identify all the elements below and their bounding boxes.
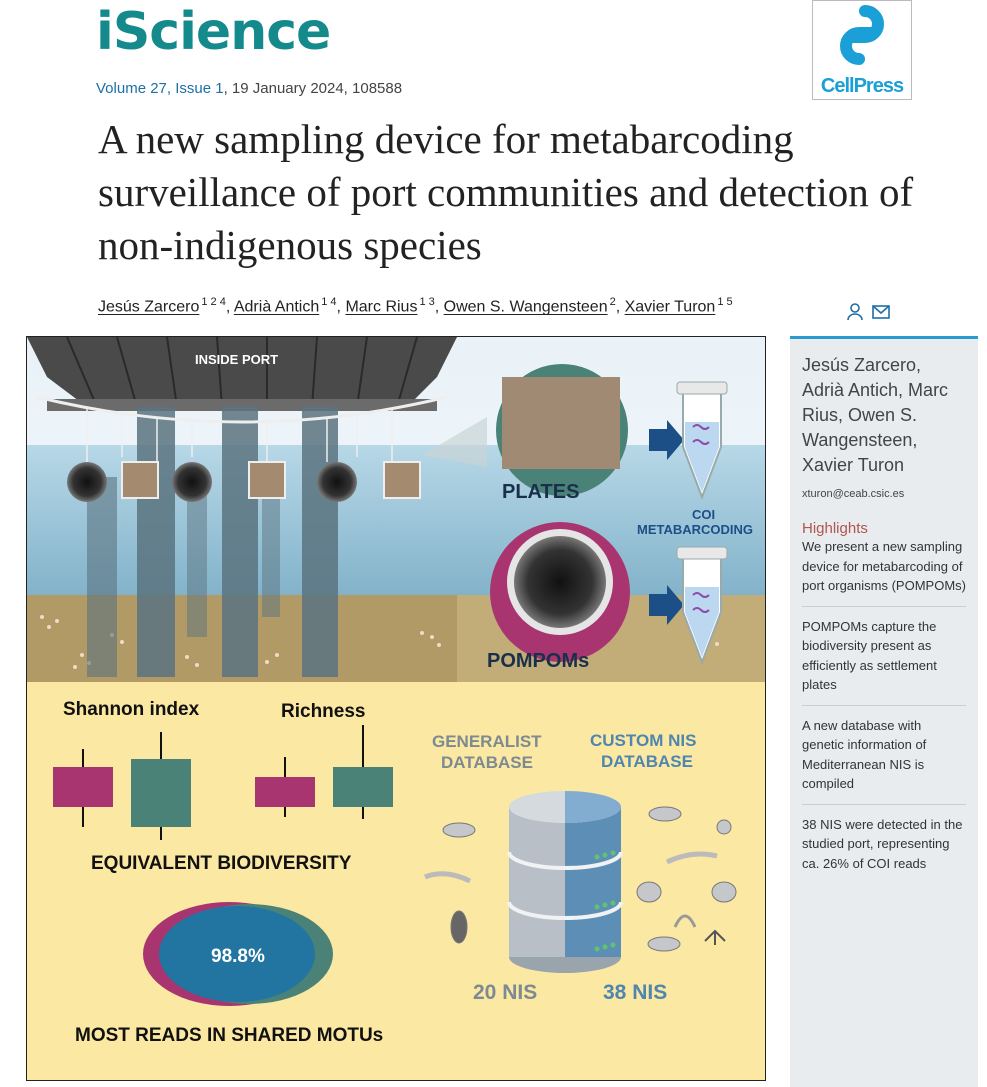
sidebar-authors: Jesús Zarcero, Adrià Antich, Marc Rius, … <box>802 355 949 475</box>
inside-port-label: INSIDE PORT <box>195 352 278 367</box>
boxplot-shannon <box>53 732 191 840</box>
highlight-item: A new database with genetic information … <box>802 717 927 792</box>
sidebar-email[interactable]: xturon@ceab.csic.es <box>802 488 905 500</box>
pier-illustration <box>27 337 457 677</box>
author-link[interactable]: Jesús Zarcero <box>98 298 200 316</box>
author-link[interactable]: Owen S. Wangensteen <box>443 298 608 316</box>
hanging-plate-icons <box>121 461 421 499</box>
species-icons <box>424 806 737 952</box>
author-affiliation: 1 3 <box>419 296 435 308</box>
volume-line: Volume 27, Issue 1, 19 January 2024, 108… <box>96 80 402 97</box>
coi-label: COI <box>692 507 715 522</box>
nis-generalist-count: 20 NIS <box>473 981 537 1004</box>
issue-date: , 19 January 2024, 108588 <box>223 80 403 97</box>
shannon-label: Shannon index <box>63 699 200 720</box>
tube-icon <box>676 381 728 500</box>
richness-label: Richness <box>281 701 365 722</box>
plates-label: PLATES <box>502 481 579 503</box>
plate-photo <box>502 377 620 469</box>
article-sidebar: Jesús Zarcero, Adrià Antich, Marc Rius, … <box>790 336 978 1087</box>
highlight-divider <box>802 704 966 706</box>
volume-issue-link[interactable]: Volume 27, Issue 1 <box>96 80 224 97</box>
equivalent-biodiversity-label: EQUIVALENT BIODIVERSITY <box>91 853 352 874</box>
graphical-abstract: INSIDE PORT PLATES POMPOMs COI METAB <box>26 336 766 1081</box>
author-affiliation: 1 2 4 <box>201 296 226 308</box>
highlights-title: Highlights <box>802 520 868 537</box>
custom-db-label-2: DATABASE <box>601 752 693 771</box>
highlight-item: We present a new sampling device for met… <box>802 539 966 593</box>
author-link[interactable]: Xavier Turon <box>624 298 716 316</box>
cellpress-wordmark: CellPress <box>820 75 904 97</box>
article-title: A new sampling device for metabarcoding … <box>98 116 914 268</box>
pompom-photo <box>514 536 606 628</box>
tube-icon <box>676 546 728 665</box>
boxplot-richness <box>255 725 393 819</box>
hanging-pompom-icons <box>67 462 357 502</box>
generalist-db-label: GENERALIST <box>432 732 542 751</box>
shared-percentage: 98.8% <box>211 946 265 967</box>
author-affiliation: 1 5 <box>717 296 733 308</box>
highlight-item: POMPOMs capture the biodiversity present… <box>802 618 937 693</box>
author-affiliation: 2 <box>609 296 616 308</box>
email-icon[interactable] <box>872 305 890 319</box>
journal-logo[interactable]: iScience <box>96 2 331 62</box>
cellpress-mark-icon <box>840 5 884 65</box>
pompoms-label: POMPOMs <box>487 650 589 672</box>
highlight-item: 38 NIS were detected in the studied port… <box>802 816 963 871</box>
metabarcoding-label: METABARCODING <box>637 522 753 537</box>
highlight-divider <box>802 803 966 805</box>
custom-db-label: CUSTOM NIS <box>590 731 696 750</box>
arrow-right-icon <box>649 420 684 625</box>
highlight-divider <box>802 605 966 607</box>
database-icon <box>507 791 623 973</box>
graphical-abstract-figure: INSIDE PORT PLATES POMPOMs COI METAB <box>27 337 765 1080</box>
venn-diagram <box>143 902 333 1006</box>
author-affiliation: 1 4 <box>321 296 337 308</box>
author-link[interactable]: Adrià Antich <box>233 298 320 316</box>
cellpress-logo[interactable]: CellPress <box>812 0 912 100</box>
author-link[interactable]: Marc Rius <box>345 298 418 316</box>
corresponding-icons <box>846 303 892 326</box>
nis-custom-count: 38 NIS <box>603 981 667 1004</box>
generalist-db-label-2: DATABASE <box>441 753 533 772</box>
most-reads-label: MOST READS IN SHARED MOTUs <box>75 1025 383 1046</box>
person-icon[interactable] <box>847 303 863 321</box>
